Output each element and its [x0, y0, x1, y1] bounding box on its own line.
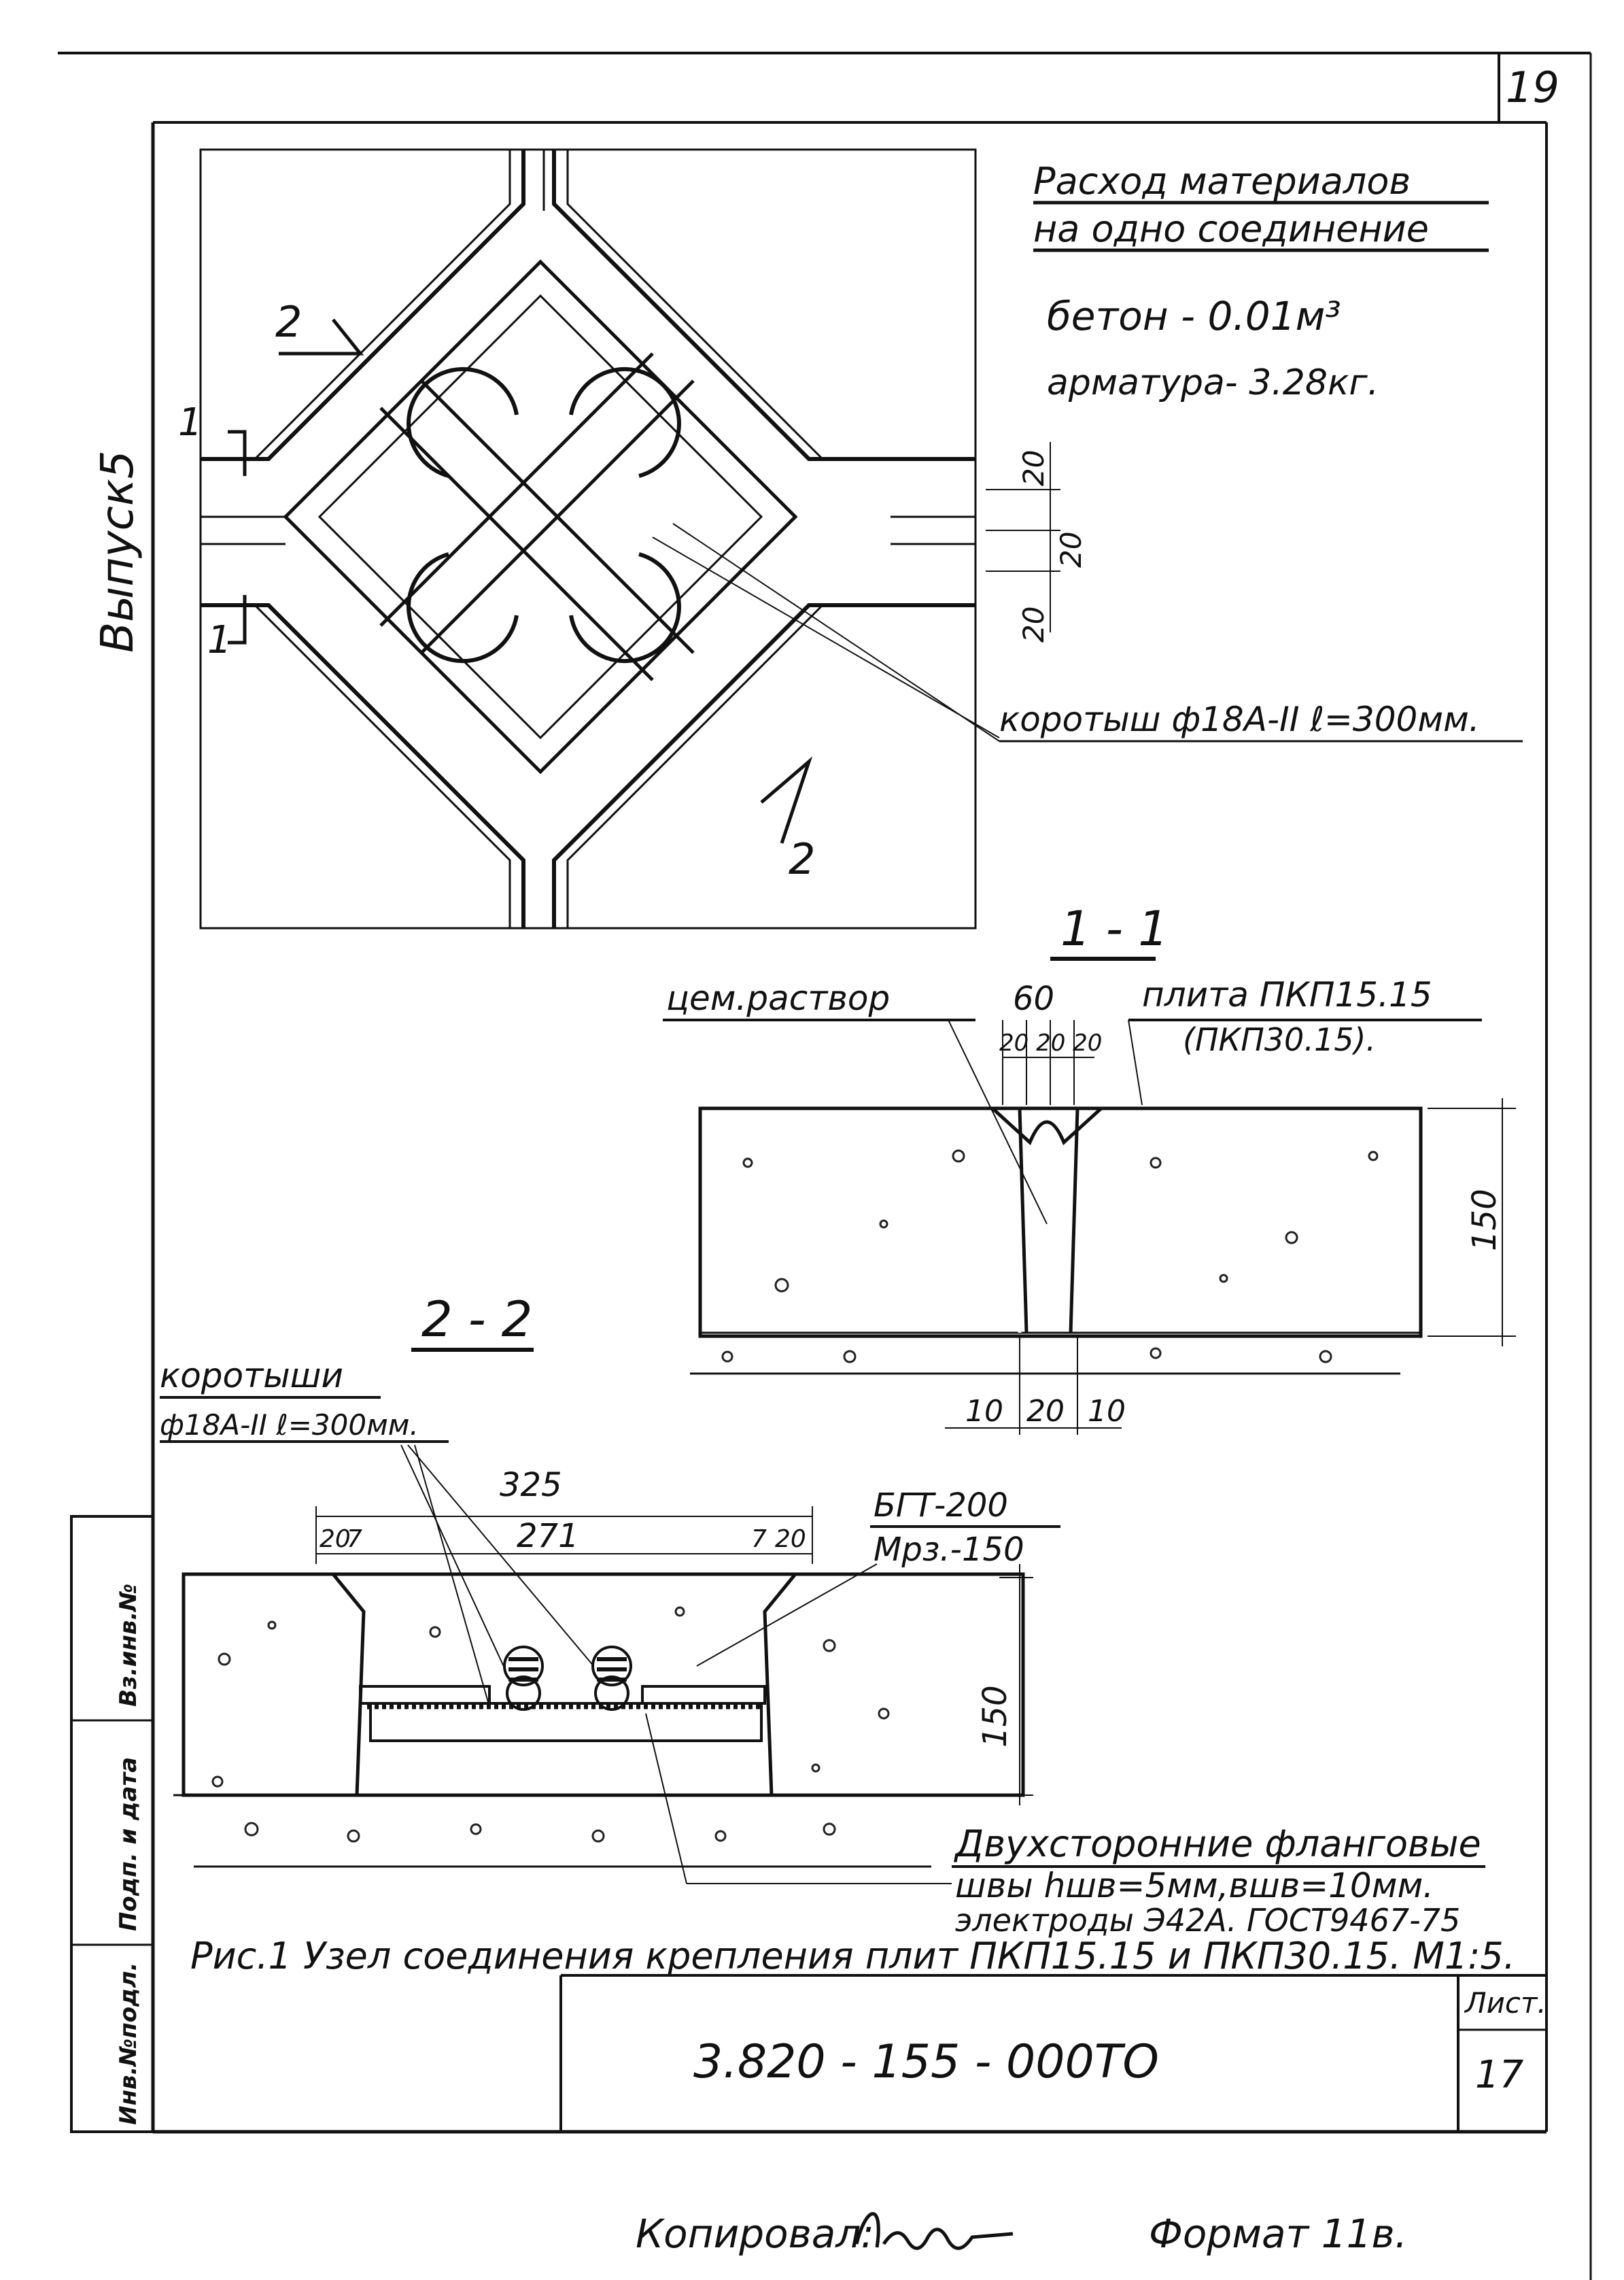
weld-note-line2: швы hшв=5мм,вшв=10мм. [955, 1866, 1434, 1905]
section-1-1-dim-60: 60 [1013, 980, 1054, 1018]
section-2-2-drawing [173, 1444, 1033, 1884]
weld-note-line1: Двухсторонние фланговые [954, 1822, 1481, 1865]
plan-dim-20-c: 20 [1017, 607, 1050, 643]
plan-dim-20-b: 20 [1054, 532, 1088, 568]
section-2-2-dim-150: 150 [976, 1685, 1014, 1748]
section-2-2-dim-271: 271 [517, 1517, 579, 1555]
section-2-2-title: 2 - 2 [421, 1291, 532, 1348]
section-1-1-dim-150: 150 [1466, 1189, 1504, 1251]
side-stamp-box2: Подп. и дата [115, 1757, 142, 1931]
section-1-1-dim-10-right: 10 [1088, 1394, 1126, 1429]
release-label: Выпуск5 [91, 450, 143, 653]
sheet-frame [58, 52, 1592, 2280]
section-1-1-mortar-label: цем.раствор [666, 979, 890, 1018]
section-2-2-rebars [503, 1646, 632, 1711]
section-2-2-concrete-label-2: Мрз.-150 [874, 1531, 1024, 1569]
section-2-2-dim-7-left: 7 [347, 1525, 362, 1553]
weld-note-line3: электроды Э42А. ГОСТ9467-75 [955, 1902, 1460, 1939]
section-1-1-drawing [690, 1019, 1516, 1435]
section-1-1-title: 1 - 1 [1060, 901, 1169, 957]
short-bar-callout: коротыш ф18А-II ℓ=300мм. [999, 700, 1480, 739]
plan-view [199, 148, 1523, 930]
section-2-2-bars-label-2: ф18А-II ℓ=300мм. [160, 1408, 419, 1442]
plan-section-mark-1-top: 1 [178, 401, 203, 445]
section-1-1-aggregate [721, 1149, 1379, 1363]
side-stamp-box3: Инв.№подл. [115, 1962, 142, 2125]
section-1-1-slab-label-2: (ПКП30.15). [1183, 1021, 1376, 1058]
section-2-2-aggregate [211, 1606, 890, 1843]
plan-section-mark-2-top: 2 [275, 297, 302, 347]
section-1-1-dim-20: 20 [1026, 1394, 1065, 1429]
copied-signature [854, 2212, 1014, 2250]
format-label: Формат 11в. [1149, 2211, 1407, 2257]
page-number: 19 [1506, 63, 1559, 112]
materials-title-line1: Расход материалов [1033, 160, 1411, 203]
section-2-2-dim-20-right: 20 [775, 1525, 806, 1553]
stamp-sheet-label: Лист. [1464, 1986, 1547, 2020]
section-2-2-bars-label-1: коротыши [160, 1356, 343, 1395]
plan-dim-20-a: 20 [1017, 450, 1050, 486]
section-1-1-dim-10-left: 10 [965, 1394, 1003, 1429]
section-2-2-concrete-label-1: БГТ-200 [874, 1486, 1008, 1525]
plan-section-mark-1-bottom: 1 [207, 618, 232, 662]
copied-by-label: Копировал: [636, 2211, 874, 2257]
stamp-designation: 3.820 - 155 - 000ТО [693, 2035, 1159, 2089]
stamp-sheet-number: 17 [1475, 2053, 1524, 2097]
materials-title-line2: на одно соединение [1033, 207, 1429, 250]
materials-concrete: бетон - 0.01м³ [1047, 293, 1341, 339]
section-1-1-slab-label-1: плита ПКП15.15 [1142, 975, 1432, 1015]
materials-rebar: арматура- 3.28кг. [1047, 362, 1379, 403]
side-stamp-box1: Вз.инв.№ [115, 1584, 142, 1707]
section-2-2-dim-325: 325 [500, 1466, 562, 1504]
section-2-2-dim-20-left: 20 [319, 1525, 351, 1553]
plan-section-mark-2-bottom: 2 [789, 834, 815, 884]
figure-caption: Рис.1 Узел соединения крепления плит ПКП… [190, 1935, 1515, 1977]
section-2-2-dim-7-right: 7 [751, 1525, 767, 1553]
